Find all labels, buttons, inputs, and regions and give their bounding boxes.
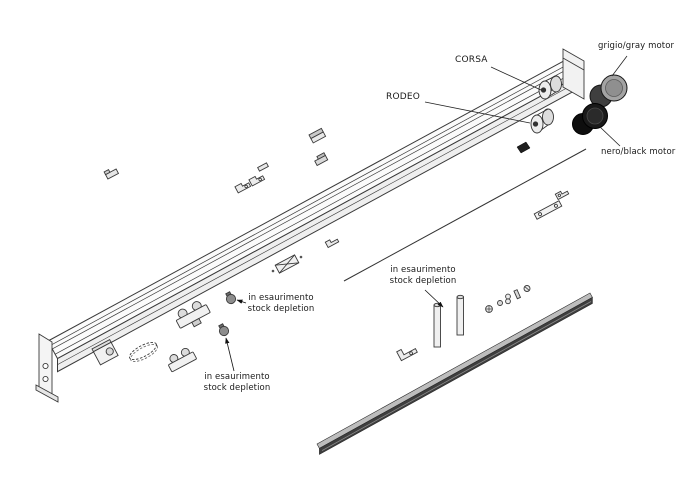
rodeo-leader-line: [424, 101, 531, 124]
black-motor-label: nero/black motor: [601, 147, 676, 157]
belt-connector: [274, 254, 300, 274]
mounting-bracket-2: [248, 175, 266, 187]
chain-loop: [129, 341, 158, 362]
stock-depletion-label-1: in esaurimento stock depletion: [243, 293, 319, 314]
clip-b: [314, 152, 329, 167]
stock-depletion-label-1-line1: in esaurimento: [248, 293, 314, 303]
stock-depletion-arrows: [225, 289, 444, 372]
rail-end-cap: [35, 333, 59, 403]
drive-cord-rod: [343, 148, 587, 282]
stock-depletion-label-3-line1: in esaurimento: [390, 265, 456, 275]
black-motor: [572, 103, 608, 135]
stock-depletion-label-1-line2: stock depletion: [247, 303, 315, 314]
clip-c: [257, 162, 269, 172]
gray-motor-label: grigio/gray motor: [598, 41, 675, 51]
screw-set: [485, 285, 531, 313]
stock-depletion-label-3: in esaurimento stock depletion: [385, 265, 461, 286]
tensioner-pulley-1: [225, 291, 237, 305]
leader-lines: [424, 55, 628, 147]
black-motor-leader-line: [599, 126, 621, 147]
spacer-post-2: [456, 294, 464, 336]
bottom-cover-profile: [316, 292, 593, 455]
roller-carriage-1: [176, 301, 211, 329]
stock-depletion-label-2-line2: stock depletion: [203, 382, 271, 393]
clip-a: [308, 127, 327, 144]
bracket-d: [324, 238, 340, 249]
corsa-leader-line: [490, 66, 542, 91]
spacer-post-1: [433, 302, 441, 348]
gray-motor-leader-line: [611, 55, 628, 77]
tensioner-pulley-2: [218, 323, 230, 337]
rodeo-label: RODEO: [386, 92, 421, 102]
bracket-f: [554, 190, 570, 201]
stock-arrow-1: [236, 299, 247, 304]
stock-arrow-2: [225, 337, 235, 372]
rodeo-drive-unit: [530, 108, 554, 134]
stock-depletion-label-3-line2: stock depletion: [389, 275, 457, 286]
stock-depletion-label-2: in esaurimento stock depletion: [199, 372, 275, 393]
bracket-e: [396, 348, 418, 362]
fixing-plate: [533, 200, 563, 220]
rail-end-drive-housing: [562, 48, 585, 100]
main-rail: [47, 56, 582, 373]
mounting-bracket-1: [234, 182, 252, 194]
gray-motor: [589, 74, 628, 108]
stock-arrow-3: [424, 289, 444, 308]
pin-dot-1: [271, 269, 275, 273]
pin-dot-2: [299, 255, 303, 259]
corsa-label: CORSA: [455, 55, 488, 65]
stock-depletion-label-2-line1: in esaurimento: [204, 372, 270, 382]
corsa-drive-unit: [538, 75, 562, 100]
left-clip: [103, 168, 120, 180]
small-parts: [91, 127, 570, 373]
roller-carriage-2: [168, 347, 197, 373]
belt-clamp: [516, 141, 531, 154]
gearbox-block: [91, 338, 119, 366]
